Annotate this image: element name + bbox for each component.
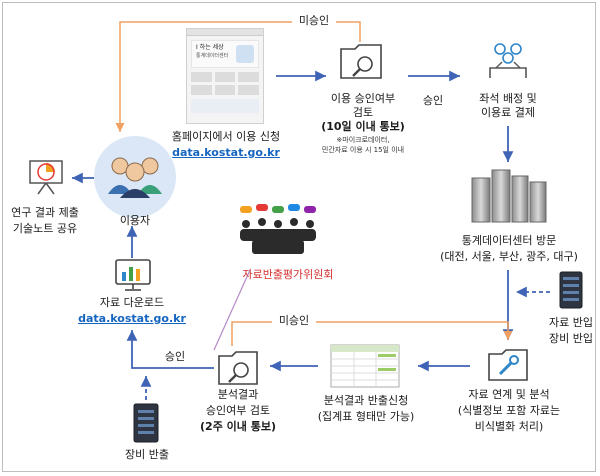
unapproved-loop-mid	[231, 321, 513, 346]
server-rack-icon	[133, 403, 159, 443]
seat-label-2: 이용료 결제	[480, 106, 536, 119]
result-review-label-3: (2주 이내 통보)	[200, 420, 276, 433]
homepage-apply-label: 홈페이지에서 이용 신청	[171, 130, 281, 143]
user-circle	[94, 136, 176, 218]
review-days: (10일 이내 통보)	[321, 120, 405, 133]
unapproved-label-top: 미승인	[292, 14, 336, 28]
presentation-icon	[29, 160, 63, 195]
table-sheet-icon	[330, 344, 400, 388]
analysis-label-2: (식별정보 포함 자료는	[457, 404, 561, 417]
unapproved-loop-top	[115, 21, 361, 132]
folder-search-icon	[340, 44, 382, 79]
committee-group	[234, 204, 322, 256]
hands-people-icon	[489, 43, 527, 78]
review-note-1: ※마이크로데이터,	[336, 136, 390, 144]
export-request-label-2: (집계표 형태만 가능)	[317, 410, 415, 423]
center-cities-label: (대전, 서울, 부산, 광주, 대구)	[440, 250, 578, 263]
user-label: 이용자	[119, 214, 151, 227]
research-label-2: 기술노트 공유	[12, 222, 78, 235]
server-rack-icon	[559, 271, 583, 309]
folder-search-icon	[218, 351, 258, 385]
result-review-label-2: 승인여부 검토	[205, 404, 271, 417]
homepage-thumbnail: I 하는 세상 통계데이터센터	[186, 28, 264, 124]
unapproved-label-mid: 미승인	[272, 314, 316, 328]
research-label-1: 연구 결과 제출	[11, 206, 79, 219]
review-note-2: 민간자료 이용 시 15일 이내	[321, 146, 405, 154]
equipment-in-label-1: 자료 반입	[549, 316, 593, 329]
diagram-frame	[2, 2, 596, 472]
approve-label-1: 승인	[422, 94, 444, 107]
people-group-icon	[108, 157, 162, 198]
homepage-url[interactable]: data.kostat.go.kr	[172, 146, 280, 159]
result-review-label-1: 분석결과	[217, 388, 259, 401]
download-label: 자료 다운로드	[99, 296, 165, 309]
folder-wrench-icon	[488, 349, 528, 381]
center-visit-label: 통계데이터센터 방문	[461, 234, 557, 247]
review-title-1: 이용 승인여부	[330, 92, 396, 105]
analysis-label-1: 자료 연계 및 분석	[468, 388, 550, 401]
chart-monitor-icon	[115, 259, 151, 291]
seat-label-1: 좌석 배정 및	[479, 92, 537, 105]
committee-connector	[213, 269, 251, 351]
review-title-2: 검토	[352, 106, 374, 119]
arrow-approve-to-download	[126, 330, 214, 369]
server-icon	[471, 169, 547, 223]
download-url[interactable]: data.kostat.go.kr	[78, 312, 186, 325]
approve-label-2: 승인	[164, 350, 186, 363]
committee-label: 자료반출평가위원회	[242, 268, 334, 281]
equipment-out-label: 장비 반출	[125, 448, 169, 461]
export-request-label-1: 분석결과 반출신청	[323, 394, 409, 407]
analysis-label-3: 비식별화 처리)	[474, 420, 544, 433]
people-group-icon	[240, 204, 316, 254]
equipment-in-label-2: 장비 반입	[549, 332, 593, 345]
